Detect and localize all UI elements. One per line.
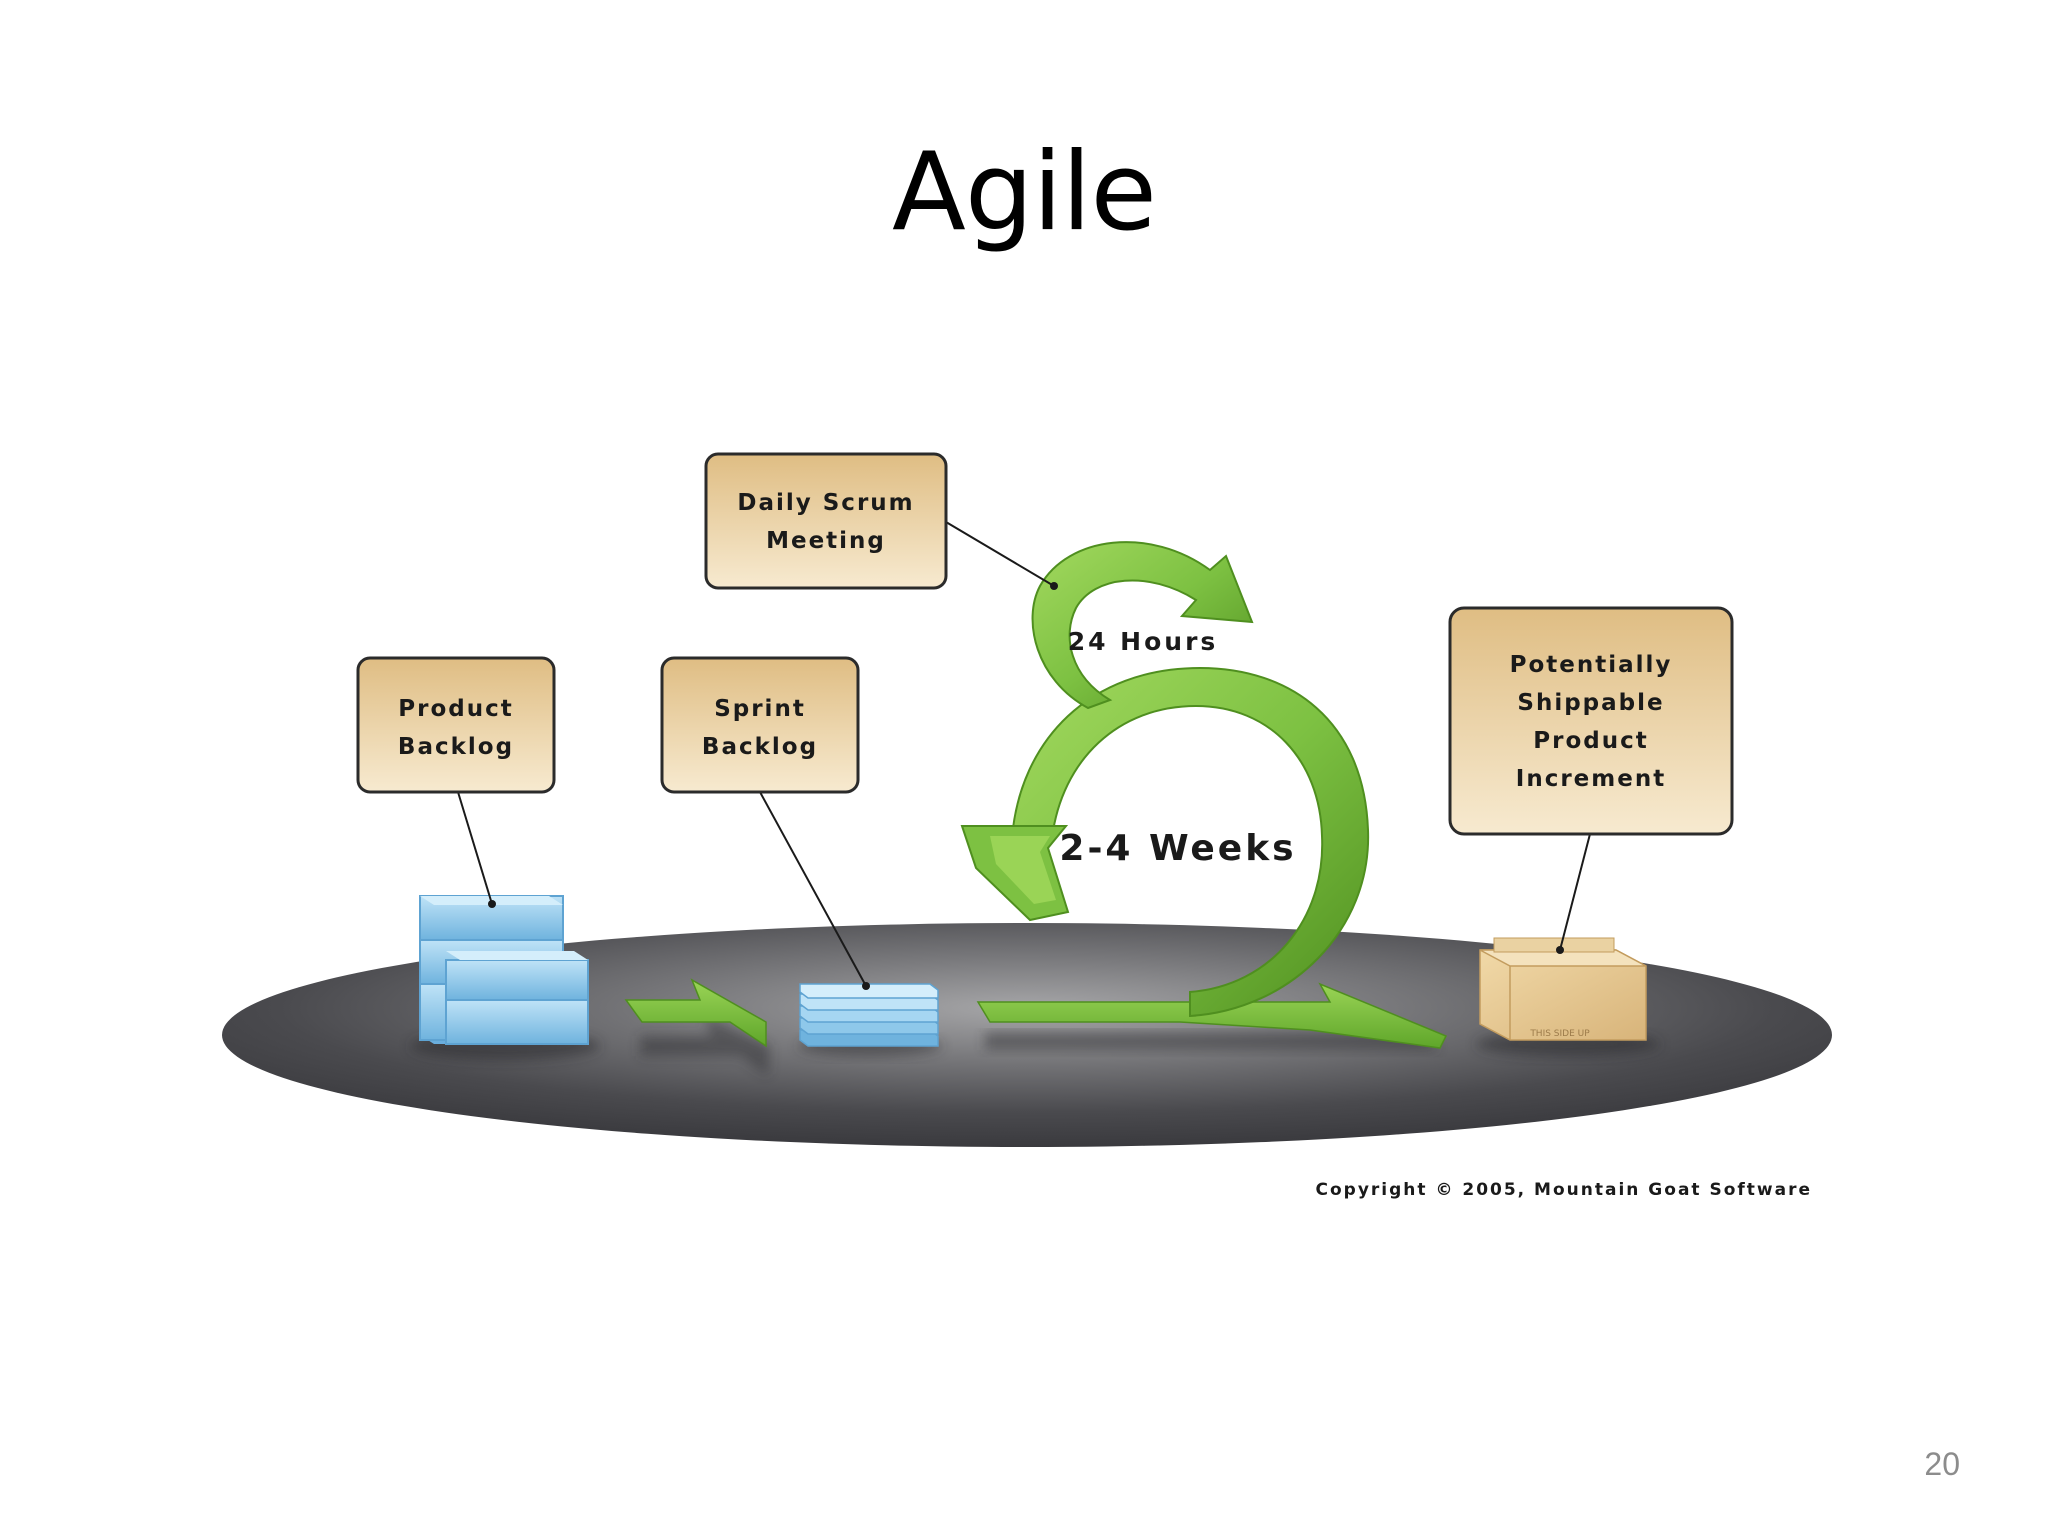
callout-increment-line4: Increment xyxy=(1516,766,1666,792)
callout-increment: Potentially Shippable Product Increment xyxy=(1448,606,1734,836)
callout-increment-line3: Product xyxy=(1533,728,1648,754)
callout-product-backlog-line1: Product xyxy=(398,696,513,722)
slide-title: Agile xyxy=(892,130,1157,255)
label-2-4-weeks: 2-4 Weeks xyxy=(1059,828,1296,869)
callout-connectors xyxy=(457,521,1591,987)
arrow-backlog-to-sprint xyxy=(624,978,770,1076)
shippable-box: THIS SIDE UP xyxy=(1476,937,1660,1056)
callout-increment-line2: Shippable xyxy=(1517,690,1664,716)
connector-dots xyxy=(488,582,1564,990)
product-backlog-stack xyxy=(410,895,600,1060)
callout-sprint-backlog: Sprint Backlog xyxy=(660,656,860,794)
sprint-backlog-stack xyxy=(798,983,942,1056)
callout-daily-scrum-line2: Meeting xyxy=(766,528,886,554)
callout-sprint-backlog-line1: Sprint xyxy=(714,696,806,722)
callout-daily-scrum: Daily Scrum Meeting xyxy=(704,452,948,590)
copyright-notice: Copyright © 2005, Mountain Goat Software xyxy=(1316,1180,1812,1200)
callout-increment-line1: Potentially xyxy=(1510,652,1673,678)
box-stamp: THIS SIDE UP xyxy=(1529,1029,1590,1039)
sprint-loop-arrow xyxy=(960,666,1448,1050)
callout-daily-scrum-line1: Daily Scrum xyxy=(737,490,914,516)
page-number: 20 xyxy=(1924,1446,1960,1482)
label-24-hours: 24 Hours xyxy=(1068,627,1219,656)
daily-loop-arrow xyxy=(1031,541,1254,710)
callout-sprint-backlog-line2: Backlog xyxy=(702,734,818,760)
callout-product-backlog-line2: Backlog xyxy=(398,734,514,760)
callout-product-backlog: Product Backlog xyxy=(356,656,556,794)
